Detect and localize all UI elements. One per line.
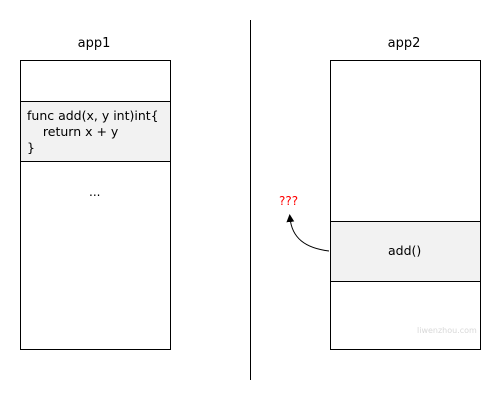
- separator-line: [250, 20, 251, 380]
- app1-memory-box: func add(x, y int)int{ return x + y } ..…: [20, 60, 171, 350]
- app2-function-label: add(): [388, 243, 422, 258]
- code-line-2: return x + y: [27, 124, 119, 139]
- code-line-1: func add(x, y int)int{: [27, 108, 159, 123]
- watermark-text: liwenzhou.com: [417, 326, 477, 335]
- arrow-path: [286, 214, 330, 252]
- app1-ellipsis: ...: [89, 185, 101, 199]
- app1-title: app1: [77, 36, 111, 51]
- app1-code-block: func add(x, y int)int{ return x + y }: [21, 101, 170, 162]
- app2-function-block: add(): [331, 221, 480, 282]
- question-marks: ???: [279, 194, 299, 208]
- app2-title: app2: [387, 36, 421, 51]
- app2-memory-box: add() liwenzhou.com: [330, 60, 481, 350]
- code-line-3: }: [27, 140, 35, 155]
